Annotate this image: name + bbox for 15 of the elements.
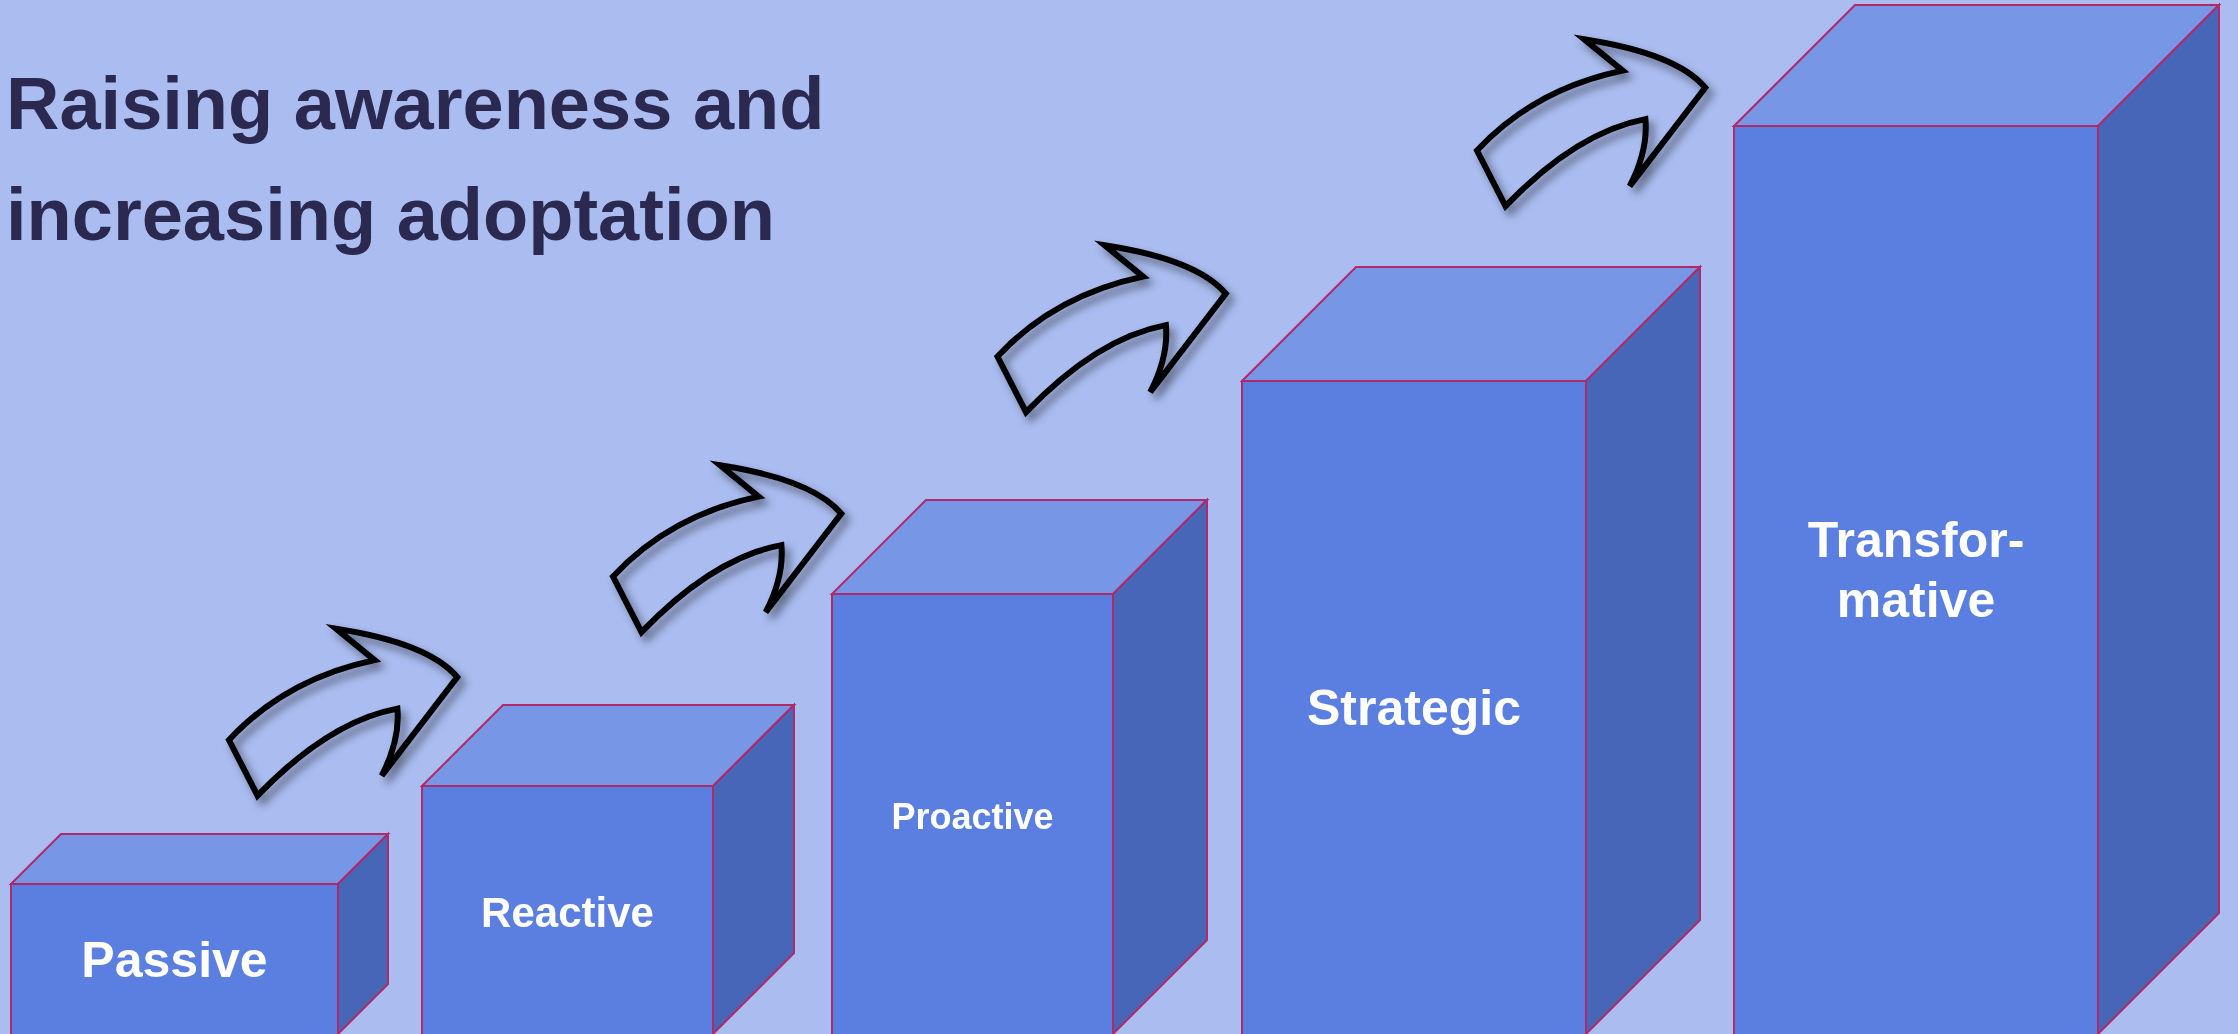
3d-column — [8, 831, 391, 1034]
curved-arrow — [226, 625, 461, 799]
stage-label: Proactive — [890, 795, 1055, 839]
stage-label: Strategic — [1306, 679, 1522, 738]
curved-arrow — [1474, 36, 1709, 210]
3d-column — [419, 702, 797, 1034]
stage-label: Passive — [80, 931, 269, 990]
3d-column — [1731, 2, 2222, 1034]
stage-label: Reactive — [480, 888, 655, 938]
3d-column — [829, 497, 1210, 1034]
title: Raising awareness and increasing adoptation — [6, 61, 826, 258]
curved-arrow — [994, 242, 1229, 416]
curved-arrow — [610, 462, 845, 636]
3d-column — [1239, 264, 1703, 1034]
stage-label: Transfor- mative — [1806, 511, 2026, 630]
